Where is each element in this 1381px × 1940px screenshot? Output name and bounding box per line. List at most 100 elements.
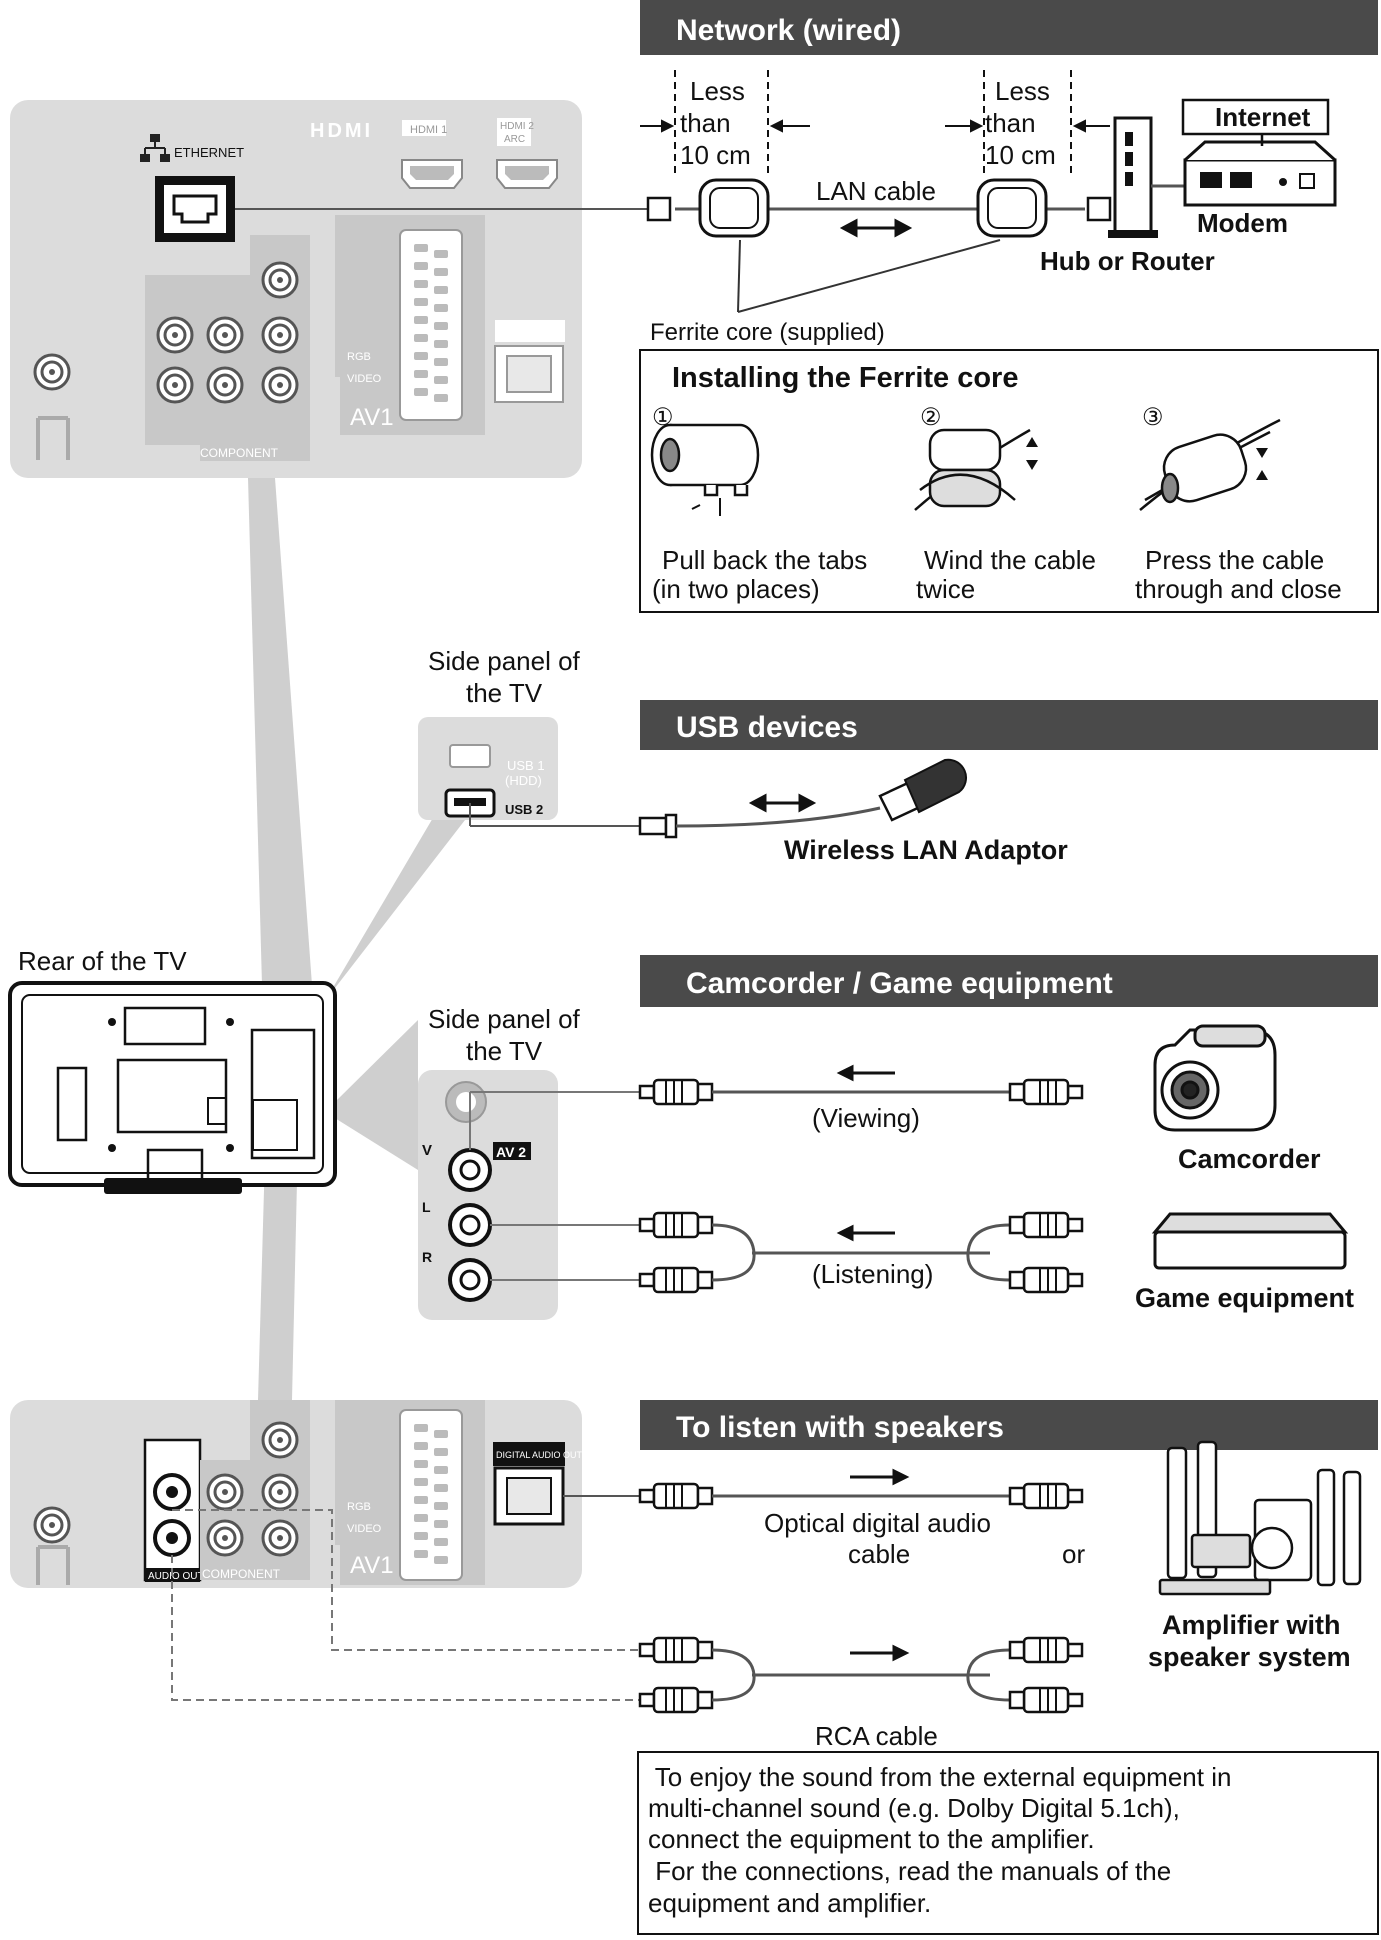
antenna-jack-bottom[interactable] xyxy=(33,1506,71,1544)
stand-mark-bottom xyxy=(36,1545,70,1585)
av2-video-jack[interactable] xyxy=(448,1148,492,1192)
hdmi1-label: HDMI 1 xyxy=(410,124,447,136)
av-r-label: R xyxy=(422,1249,432,1265)
ferrite-step2-illustration xyxy=(914,428,1038,511)
digital-audio-out-label: DIGITAL AUDIO OUT xyxy=(496,1450,583,1460)
audio-out-l-jack[interactable] xyxy=(156,316,194,354)
modem-icon xyxy=(1183,140,1337,207)
usb1-port[interactable] xyxy=(449,744,491,768)
av2-audio-l-jack[interactable] xyxy=(448,1203,492,1247)
audio-component-block-top: COMPONENT xyxy=(145,235,310,461)
header-speakers-text: To listen with speakers xyxy=(676,1411,1004,1444)
component-pr-jack-bottom[interactable] xyxy=(261,1519,299,1557)
header-speakers xyxy=(640,1400,1378,1450)
hdmi1-port[interactable] xyxy=(401,159,463,189)
component-label-bottom: COMPONENT xyxy=(202,1567,281,1581)
ferrite-supplied-label: Ferrite core (supplied) xyxy=(650,319,885,346)
rca-arrow xyxy=(850,1644,910,1662)
less-left-1: Less xyxy=(690,76,745,106)
header-usb xyxy=(640,700,1378,750)
modem-label: Modem xyxy=(1197,208,1288,238)
ferrite-step2-line2: twice xyxy=(916,574,975,604)
wireless-lan-label: Wireless LAN Adaptor xyxy=(784,835,1068,865)
tv-rear-illustration xyxy=(8,981,337,1194)
header-usb-text: USB devices xyxy=(676,711,858,744)
av2-audio-r-jack[interactable] xyxy=(448,1258,492,1302)
ferrite-title: Installing the Ferrite core xyxy=(672,362,1018,394)
ferrite-install-box xyxy=(639,349,1379,613)
av-side-panel: V AV 2 L R xyxy=(418,1070,558,1320)
internet-label: Internet xyxy=(1215,102,1311,132)
usb-side-panel: USB 1 (HDD) USB 2 xyxy=(418,717,558,820)
hdmi-logo: HDMI xyxy=(310,120,373,142)
distance-arrows xyxy=(640,119,1110,133)
header-network xyxy=(640,0,1378,55)
av1-video-label: VIDEO xyxy=(347,373,382,385)
rca-cable xyxy=(171,1509,1082,1714)
camcorder-label: Camcorder xyxy=(1178,1144,1321,1174)
amp-label-1: Amplifier with xyxy=(1162,1610,1341,1640)
game-equipment-icon xyxy=(1151,1212,1349,1270)
av-v-label: V xyxy=(422,1142,432,1159)
beam-top-panel xyxy=(248,478,312,985)
optical-label-1: Optical digital audio xyxy=(764,1508,991,1538)
amp-label-2: speaker system xyxy=(1148,1642,1351,1672)
note-box xyxy=(637,1751,1379,1935)
less-left-3: 10 cm xyxy=(680,140,751,170)
listening-arrow xyxy=(836,1224,895,1242)
ferrite-step3-line1: Press the cable xyxy=(1145,545,1324,575)
audio-in-l-jack[interactable] xyxy=(206,316,244,354)
av1-video-label-bottom: VIDEO xyxy=(347,1523,382,1535)
hub-router-icon xyxy=(1108,116,1158,238)
digital-audio-out-top[interactable] xyxy=(494,320,565,403)
hdmi2-port[interactable] xyxy=(496,159,558,189)
viewing-arrow xyxy=(836,1064,895,1082)
component-pb-jack[interactable] xyxy=(261,316,299,354)
side-panel-av-label-2: the TV xyxy=(466,1036,543,1066)
digital-audio-out-bottom[interactable] xyxy=(493,1466,565,1526)
viewing-cable xyxy=(469,1078,1082,1150)
lan-double-arrow xyxy=(839,218,913,238)
ethernet-port[interactable] xyxy=(155,176,235,242)
viewing-label: (Viewing) xyxy=(812,1103,920,1133)
beam-usb-panel xyxy=(308,755,470,1030)
audio-in-r-jack-bottom[interactable] xyxy=(206,1519,244,1557)
less-right-3: 10 cm xyxy=(985,140,1056,170)
hdmi1-tag xyxy=(402,120,446,136)
av1-scart-block: RGB VIDEO AV1 xyxy=(335,215,485,435)
ferrite-step1-illustration xyxy=(650,423,760,516)
hdmi2-label: HDMI 2 xyxy=(500,121,534,132)
lan-cable xyxy=(235,178,1112,238)
optical-label-2: cable xyxy=(848,1539,910,1569)
component-pb-jack-bottom[interactable] xyxy=(261,1473,299,1511)
component-pr-jack[interactable] xyxy=(261,366,299,404)
ferrite-step3-line2: through and close xyxy=(1135,574,1342,604)
optical-arrow xyxy=(850,1468,910,1486)
antenna-jack-top[interactable] xyxy=(33,353,71,391)
usb2-label: USB 2 xyxy=(505,802,543,817)
less-left-2: than xyxy=(680,108,731,138)
audio-in-r-jack[interactable] xyxy=(206,366,244,404)
usb-double-arrow xyxy=(748,793,817,813)
component-label: COMPONENT xyxy=(200,446,279,460)
component-y-jack[interactable] xyxy=(261,261,299,299)
amplifier-speaker-icon xyxy=(1158,1440,1362,1596)
ferrite-step1-line1: Pull back the tabs xyxy=(662,545,867,575)
rca-label: RCA cable xyxy=(815,1721,938,1751)
ethernet-label: ETHERNET xyxy=(174,145,244,160)
listening-cable xyxy=(490,1211,1082,1294)
header-camcorder-text: Camcorder / Game equipment xyxy=(686,967,1113,1000)
hdmi2-tag xyxy=(497,118,531,146)
hdd-label: (HDD) xyxy=(505,773,542,788)
audio-out-r-jack[interactable] xyxy=(156,366,194,404)
av1-label-bottom: AV1 xyxy=(350,1552,394,1579)
audio-in-l-jack-bottom[interactable] xyxy=(206,1473,244,1511)
note-line-4: For the connections, read the manuals of… xyxy=(648,1856,1171,1886)
beam-av-panel xyxy=(330,1020,418,1170)
rear-tv-label: Rear of the TV xyxy=(18,946,187,976)
side-panel-usb-label-1: Side panel of xyxy=(428,646,581,676)
side-panel-av-label-1: Side panel of xyxy=(428,1004,581,1034)
component-y-jack-bottom[interactable] xyxy=(261,1421,299,1459)
note-line-3: connect the equipment to the amplifier. xyxy=(648,1824,1095,1854)
